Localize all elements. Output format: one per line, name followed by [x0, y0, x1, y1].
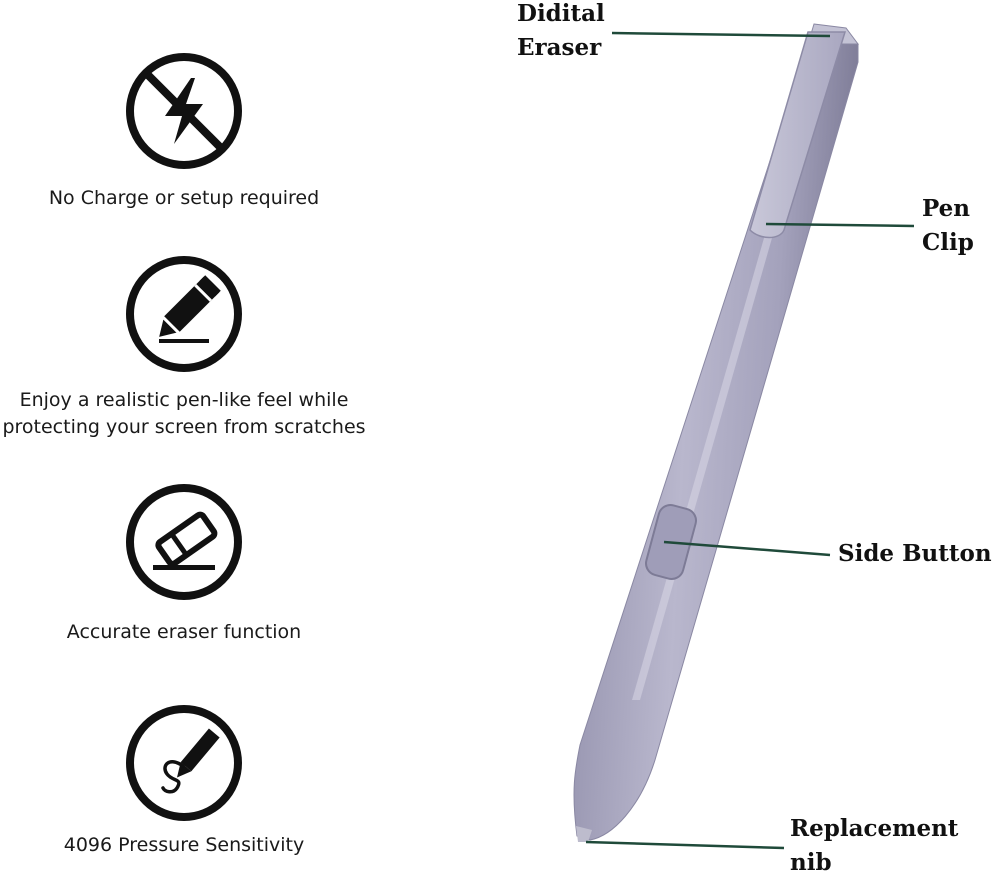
callout-replacement-nib: Replacement nib [790, 815, 959, 876]
eraser-icon [125, 483, 243, 601]
leader-line-button [663, 540, 831, 557]
callout-pen-clip: Pen Clip [922, 195, 974, 256]
pen-feel-icon [125, 255, 243, 373]
pen-clip [749, 31, 847, 239]
leader-line-eraser [611, 31, 831, 38]
pressure-pen-icon [125, 704, 243, 822]
feature-caption: No Charge or setup required [48, 187, 320, 209]
pen-nib [576, 826, 592, 842]
feature-caption: Enjoy a realistic pen-like feel while pr… [2, 389, 366, 438]
leader-line-clip [765, 222, 915, 228]
no-charge-icon [125, 52, 243, 170]
pen-body [573, 43, 859, 841]
callout-side-button: Side Button [838, 540, 992, 567]
callout-digital-eraser: Didital Eraser [517, 0, 605, 61]
feature-caption: 4096 Pressure Sensitivity [63, 834, 305, 856]
feature-caption: Accurate eraser function [66, 621, 302, 643]
leader-line-nib [585, 840, 785, 850]
